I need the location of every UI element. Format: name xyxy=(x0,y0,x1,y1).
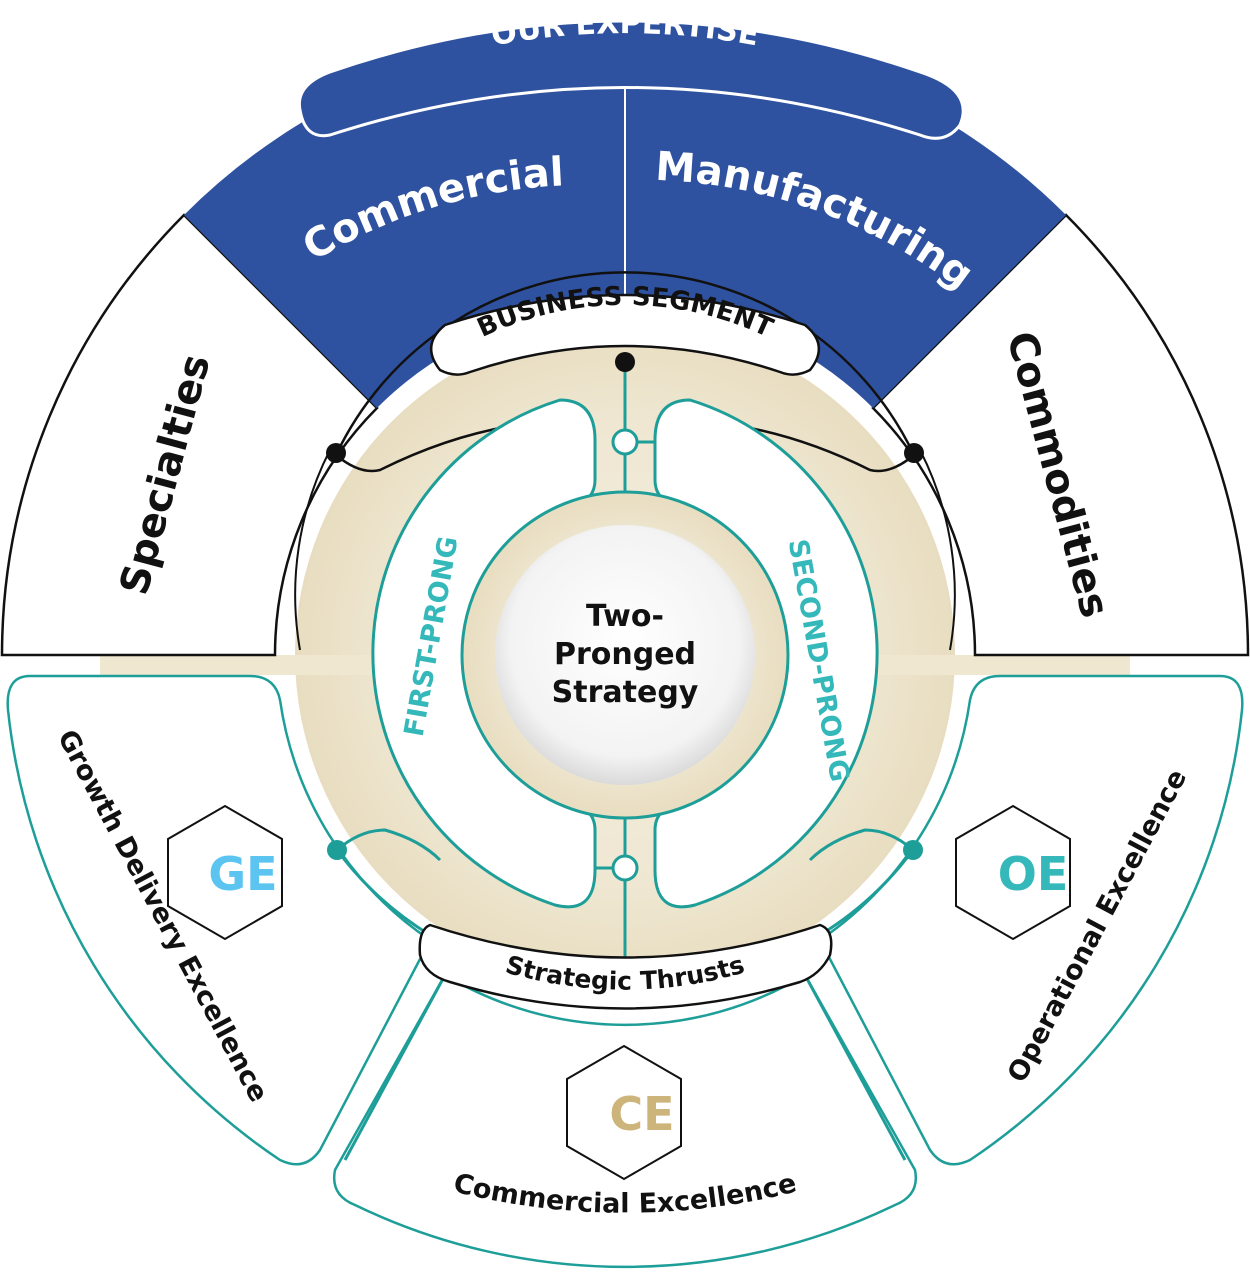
oe-badge: OE xyxy=(955,804,1071,941)
upper-junction-node xyxy=(611,428,639,456)
business-segment-node xyxy=(615,352,635,372)
ce-badge: CE xyxy=(566,1044,682,1181)
oe-hexagon-icon xyxy=(955,804,1071,941)
ge-node xyxy=(327,840,347,860)
center-line-2: Pronged xyxy=(554,637,696,672)
strategic-thrusts-pill: Strategic Thrusts xyxy=(418,923,833,1010)
segment-specialties[interactable] xyxy=(0,213,379,657)
specialties-node xyxy=(326,443,346,463)
business-segment-arc xyxy=(334,271,916,456)
commodities-node xyxy=(904,443,924,463)
ge-badge: GE xyxy=(167,804,283,941)
ge-hexagon-icon xyxy=(167,804,283,941)
ce-hexagon-icon xyxy=(566,1044,682,1181)
ce-abbr: CE xyxy=(609,1087,674,1141)
oe-node xyxy=(903,840,923,860)
oe-abbr: OE xyxy=(998,847,1069,901)
center-circle xyxy=(495,525,755,785)
ge-abbr: GE xyxy=(208,847,277,901)
lower-junction-node xyxy=(611,854,639,882)
expertise-banner: OUR EXPERTISE xyxy=(297,6,965,140)
center-line-3: Strategy xyxy=(552,675,699,710)
segment-commodities[interactable] xyxy=(871,213,1250,657)
center-line-1: Two- xyxy=(586,599,664,634)
